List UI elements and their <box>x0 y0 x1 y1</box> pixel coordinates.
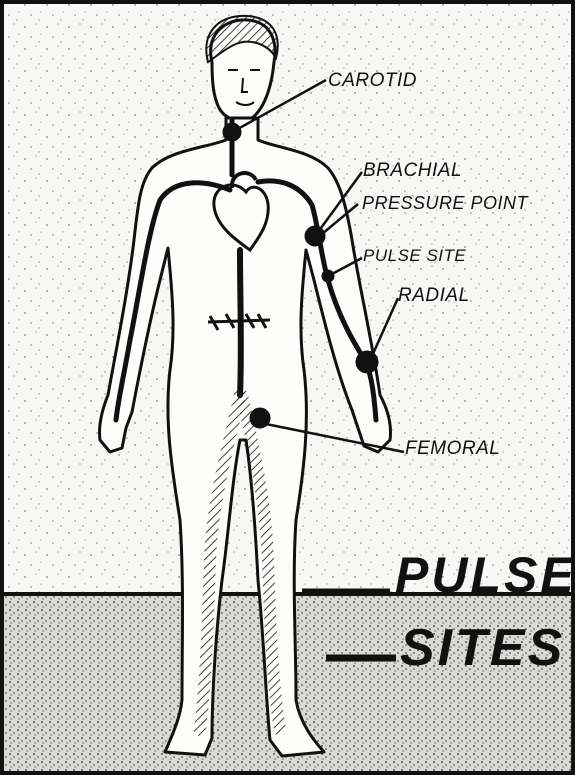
brachial-marker <box>305 226 325 246</box>
pulse-site-label: PULSE SITE <box>363 246 466 266</box>
carotid-label: CAROTID <box>328 70 417 92</box>
carotid-marker <box>223 123 241 141</box>
brachial-label: BRACHIAL <box>363 160 462 182</box>
aorta <box>240 250 241 395</box>
femoral-label: FEMORAL <box>405 438 500 460</box>
radial-marker <box>356 351 378 373</box>
title-line-1: PULSE <box>395 546 575 604</box>
title-line-2: SITES <box>400 618 565 678</box>
radial-label: RADIAL <box>398 285 470 307</box>
pulse-site-marker <box>322 270 334 282</box>
pressure-point-label: PRESSURE POINT <box>362 193 528 214</box>
